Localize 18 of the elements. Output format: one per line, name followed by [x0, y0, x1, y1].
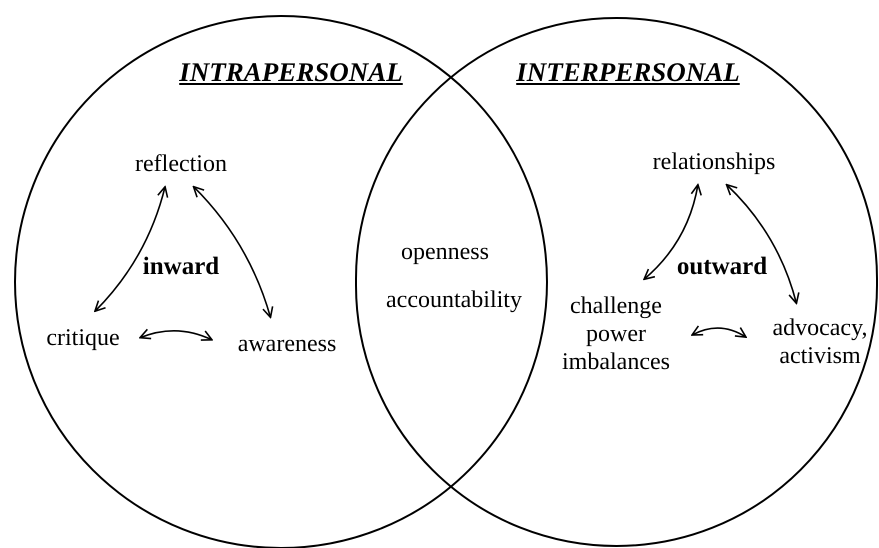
double-headed-arrow — [139, 328, 213, 342]
concept-text: advocacy, activism — [758, 314, 879, 370]
overlap-label: openness — [400, 238, 490, 266]
concept-text: reflection — [122, 148, 240, 180]
double-headed-arrow — [643, 184, 702, 280]
concept-text: critique — [34, 322, 132, 354]
overlap-label: accountability — [385, 286, 523, 314]
double-headed-arrow — [94, 186, 168, 312]
center-label: outward — [676, 252, 768, 282]
double-headed-arrow — [192, 186, 274, 318]
circle-heading: INTRAPERSONAL — [178, 56, 404, 89]
double-headed-arrow — [726, 184, 800, 304]
center-label: inward — [142, 252, 220, 282]
concept-text: challenge power imbalances — [548, 290, 684, 378]
double-headed-arrow — [691, 325, 747, 338]
concept-text: awareness — [224, 328, 350, 360]
concept-text: relationships — [636, 146, 792, 178]
circle-heading: INTERPERSONAL — [515, 56, 741, 89]
